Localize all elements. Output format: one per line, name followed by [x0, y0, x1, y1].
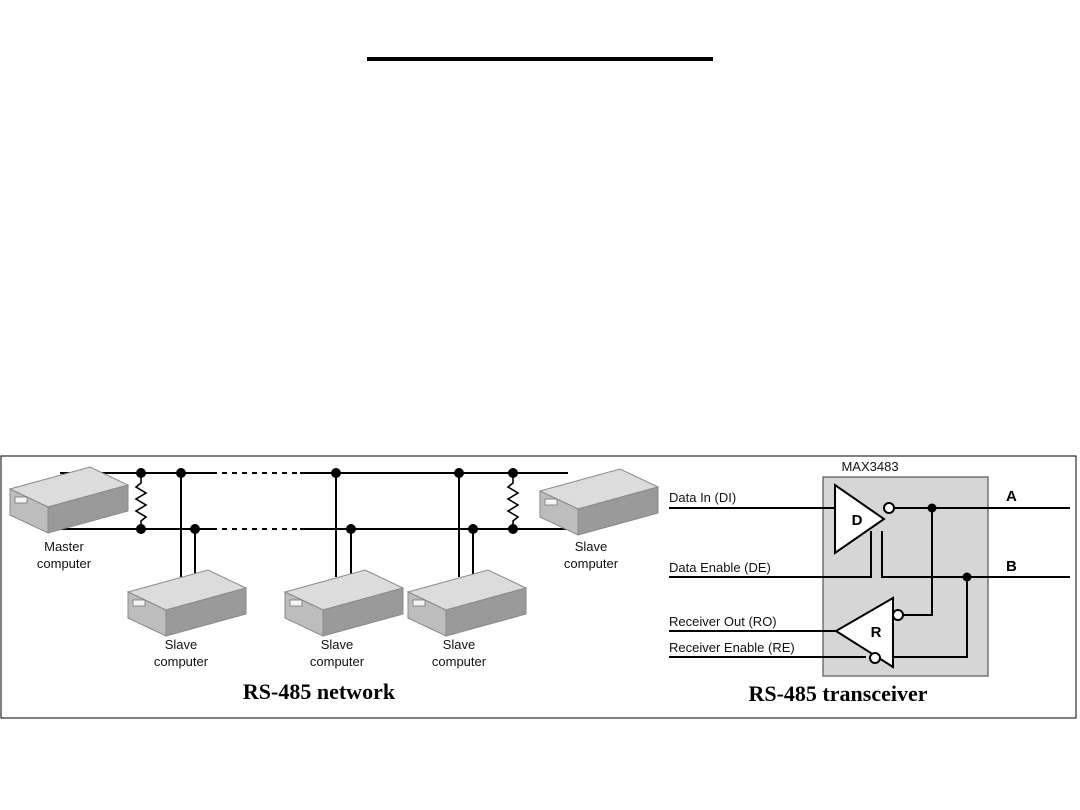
terminating-resistor-right — [506, 473, 520, 529]
chip-label: MAX3483 — [841, 459, 898, 474]
master-computer-icon — [9, 466, 129, 534]
slave-computer-icon — [284, 569, 404, 637]
receiver-enable-bubble — [869, 652, 881, 664]
rs485-figure: Master computer Slave computer Slave com… — [0, 455, 1077, 719]
slave-computer-label: Slave — [165, 637, 198, 652]
driver-inverting-bubble — [883, 502, 895, 514]
signal-di-label: Data In (DI) — [669, 490, 736, 505]
rs485-transceiver: MAX3483 D R Data In (DI) Data Enable (DE… — [669, 459, 1070, 706]
slave-computer-icon — [539, 468, 659, 536]
terminating-resistor-left — [134, 473, 148, 529]
slave-computer-label: Slave — [575, 539, 608, 554]
signal-ro-label: Receiver Out (RO) — [669, 614, 777, 629]
rs485-network: Master computer Slave computer Slave com… — [9, 466, 659, 704]
line-b-label: B — [1006, 558, 1017, 575]
junction-dot — [927, 503, 937, 513]
figure-frame — [0, 455, 1077, 719]
transceiver-caption: RS-485 transceiver — [748, 681, 927, 706]
line-a-label: A — [1006, 488, 1017, 505]
signal-de-label: Data Enable (DE) — [669, 560, 771, 575]
driver-triangle — [834, 483, 886, 555]
driver-letter: D — [852, 512, 863, 529]
drop-lines — [180, 473, 474, 577]
master-computer-label: computer — [37, 556, 92, 571]
slave-computer-label: computer — [564, 556, 619, 571]
receiver-letter: R — [871, 624, 882, 641]
signal-re-label: Receiver Enable (RE) — [669, 640, 795, 655]
slave-computer-label: Slave — [443, 637, 476, 652]
receiver-triangle — [834, 596, 894, 669]
junction-dots — [136, 468, 518, 534]
slave-computer-label: computer — [154, 654, 209, 669]
junction-dot — [962, 572, 972, 582]
slave-computer-icon — [127, 569, 247, 637]
transceiver-wires — [669, 507, 1070, 658]
receiver-inverting-bubble — [892, 609, 904, 621]
slave-computer-label: computer — [432, 654, 487, 669]
slave-computer-label: computer — [310, 654, 365, 669]
slave-computer-label: Slave — [321, 637, 354, 652]
title-underline — [367, 57, 713, 61]
slave-computer-icon — [407, 569, 527, 637]
master-computer-label: Master — [44, 539, 84, 554]
network-caption: RS-485 network — [243, 679, 396, 704]
